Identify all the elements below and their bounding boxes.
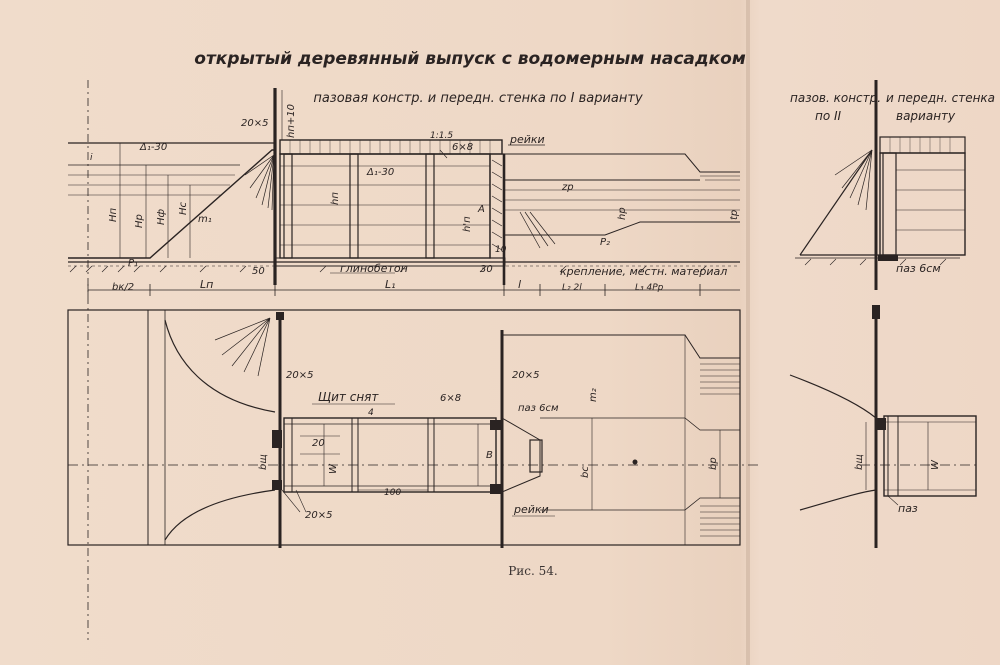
- svg-text:P₂: P₂: [600, 237, 610, 248]
- variant2-caption-4: варианту: [896, 109, 956, 123]
- svg-text:hп+10: hп+10: [286, 104, 297, 138]
- svg-text:Hс: Hс: [178, 201, 189, 215]
- svg-text:50: 50: [252, 266, 265, 277]
- svg-text:P₁: P₁: [128, 258, 138, 269]
- drawing-title: открытый деревянный выпуск с водомерным …: [194, 49, 746, 69]
- figure-caption: Рис. 54.: [508, 564, 558, 578]
- svg-text:паз: паз: [898, 502, 918, 515]
- svg-text:20: 20: [312, 438, 325, 449]
- variant2-caption-3: и передн. стенка: [886, 91, 995, 105]
- svg-text:l: l: [518, 278, 521, 291]
- svg-text:20×5: 20×5: [286, 370, 313, 381]
- svg-text:zр: zр: [561, 182, 574, 193]
- svg-text:A: A: [477, 204, 485, 215]
- svg-text:bк/2: bк/2: [112, 282, 134, 293]
- svg-text:20×5: 20×5: [512, 370, 539, 381]
- longitudinal-section: hп+10 20×5 Δ₁-30 Δ₁-30 1:1.5 6×8 рейки h…: [68, 80, 740, 640]
- svg-text:L₁: L₁: [385, 278, 396, 291]
- svg-text:tр: tр: [729, 210, 740, 220]
- svg-text:B: B: [486, 450, 493, 461]
- svg-text:m₂: m₂: [588, 388, 599, 402]
- svg-text:bс: bс: [580, 466, 591, 478]
- svg-text:6×8: 6×8: [440, 393, 461, 404]
- svg-text:Δ₁-30: Δ₁-30: [139, 142, 167, 153]
- svg-text:20×5: 20×5: [241, 118, 268, 129]
- svg-text:100: 100: [384, 488, 401, 498]
- svg-text:Щит снят: Щит снят: [318, 390, 379, 404]
- svg-text:L₂ 2l: L₂ 2l: [562, 283, 582, 293]
- svg-text:10: 10: [495, 245, 507, 255]
- variant2-caption-2: по II: [815, 109, 842, 123]
- svg-text:Δ₁-30: Δ₁-30: [366, 167, 394, 178]
- plan-view: 20×5 20×5 Щит снят 4 6×8 20 W bщ B 100 2…: [67, 309, 760, 548]
- svg-text:m₁: m₁: [198, 214, 212, 225]
- svg-text:L₃ 4Pр: L₃ 4Pр: [635, 283, 664, 293]
- svg-text:Hп: Hп: [108, 207, 119, 222]
- svg-text:Hф: Hф: [156, 208, 167, 225]
- svg-text:hп: hп: [330, 192, 341, 205]
- svg-text:глинобетон: глинобетон: [340, 262, 408, 275]
- svg-text:4: 4: [368, 408, 374, 418]
- variant2-section: паз 6см: [795, 80, 966, 290]
- svg-text:bщ: bщ: [854, 454, 865, 470]
- svg-text:паз 6см: паз 6см: [518, 403, 559, 414]
- variant2-plan: bщ W паз: [789, 305, 980, 548]
- svg-text:20×5: 20×5: [305, 510, 332, 521]
- svg-text:1:1.5: 1:1.5: [430, 131, 453, 141]
- variant1-caption: пазовая констр. и передн. стенка по I ва…: [313, 91, 643, 106]
- svg-text:Lп: Lп: [200, 278, 213, 291]
- svg-text:Hр: Hр: [134, 214, 145, 228]
- svg-text:bщ: bщ: [258, 454, 269, 470]
- svg-text:6×8: 6×8: [452, 142, 473, 153]
- svg-text:30: 30: [480, 264, 493, 275]
- svg-text:bр: bр: [708, 457, 719, 470]
- svg-text:рейки: рейки: [513, 503, 549, 516]
- svg-text:крепление, местн. материал: крепление, местн. материал: [560, 265, 727, 278]
- svg-text:h'п: h'п: [462, 216, 473, 232]
- svg-text:паз 6см: паз 6см: [896, 262, 941, 275]
- svg-text:hр: hр: [617, 207, 628, 220]
- svg-text:i: i: [90, 153, 93, 163]
- svg-text:W: W: [328, 463, 339, 474]
- variant2-caption-1: пазов. констр.: [790, 91, 881, 105]
- svg-text:W: W: [930, 459, 941, 470]
- svg-text:рейки: рейки: [509, 133, 545, 146]
